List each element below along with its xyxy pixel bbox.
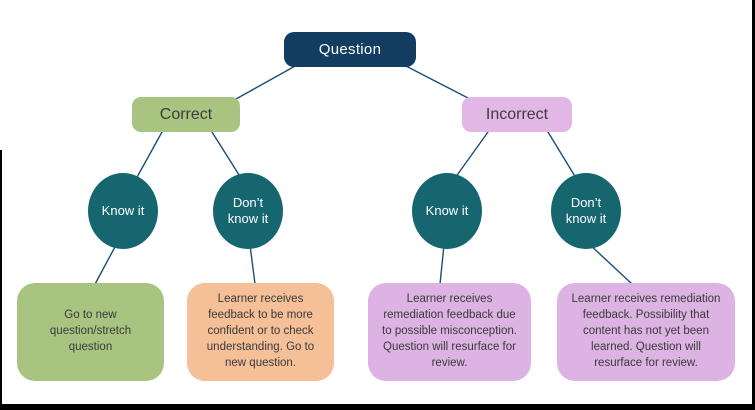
connector-incorrect-know [454, 131, 489, 179]
connector-question-correct [235, 64, 298, 100]
connector-correct-know [135, 131, 163, 180]
node-dont-know-it-right: Don’t know it [551, 173, 621, 249]
connector-correct-dontknow [211, 131, 242, 179]
node-dont-know-it-right-label: Don’t know it [565, 194, 607, 226]
node-know-it-right: Know it [412, 173, 482, 249]
screen-edge-bottom [0, 404, 755, 410]
connector-dontknow-outcome-2 [249, 244, 256, 285]
node-incorrect: Incorrect [462, 97, 572, 132]
node-know-it-right-label: Know it [425, 202, 469, 218]
node-question: Question [284, 32, 416, 67]
node-dont-know-it-left: Don’t know it [213, 173, 283, 249]
node-dont-know-it-left-label: Don’t know it [227, 194, 269, 226]
screen-edge-right [752, 0, 755, 410]
outcome-remediation-not-learned: Learner receives remediation feedback. P… [557, 283, 735, 381]
outcome-remediation-misconception: Learner receives remediation feedback du… [368, 283, 531, 381]
node-correct: Correct [132, 97, 240, 132]
outcome-confidence-feedback: Learner receives feedback to be more con… [187, 283, 334, 381]
connector-dontknow-outcome-4 [587, 242, 633, 285]
node-know-it-left: Know it [88, 173, 158, 249]
outcome-new-question: Go to new question/stretch question [17, 283, 164, 381]
connector-incorrect-dontknow [547, 131, 577, 179]
connector-know-outcome-1 [93, 244, 117, 287]
connector-question-incorrect [403, 64, 469, 99]
node-know-it-left-label: Know it [101, 202, 145, 218]
connector-know-outcome-3 [439, 244, 445, 285]
screen-edge-left [0, 150, 2, 410]
